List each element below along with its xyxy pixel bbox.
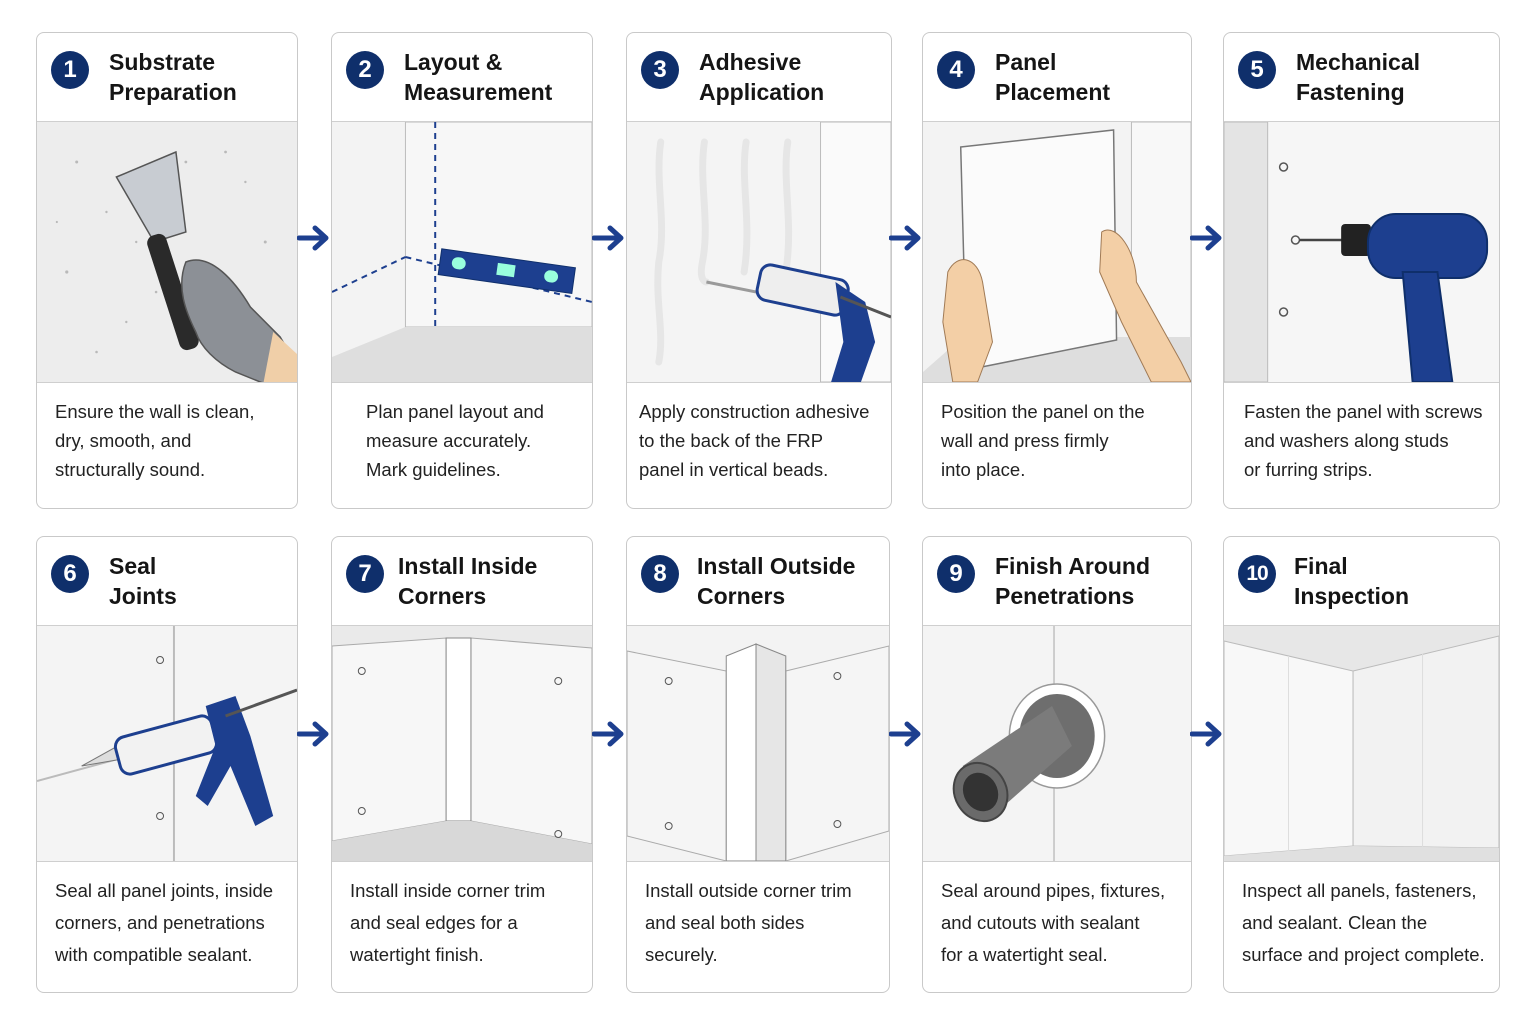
step-number-badge: 10 xyxy=(1238,555,1276,593)
arrow-right-icon xyxy=(297,225,329,251)
step-number-badge: 5 xyxy=(1238,51,1276,89)
room-icon xyxy=(1224,625,1499,862)
step-title: Layout &Measurement xyxy=(404,49,553,105)
step-description: Ensure the wall is clean,dry, smooth, an… xyxy=(55,401,255,480)
corner-trim-icon xyxy=(332,625,592,862)
step-header: 2 Layout &Measurement xyxy=(332,33,592,121)
step-number-badge: 6 xyxy=(51,555,89,593)
arrow-right-icon xyxy=(297,721,329,747)
corner-trim-icon xyxy=(627,625,889,862)
arrow-right-icon xyxy=(1190,721,1222,747)
step-number-badge: 1 xyxy=(51,51,89,89)
drill-icon xyxy=(1224,121,1499,383)
arrow-right-icon xyxy=(1190,225,1222,251)
step-card-2: 2 Layout &Measurement Plan panel layout … xyxy=(331,32,593,509)
caulk-gun-icon xyxy=(37,625,297,862)
step-number-badge: 8 xyxy=(641,555,679,593)
step-description: Inspect all panels, fasteners,and sealan… xyxy=(1242,880,1485,965)
step-description: Seal around pipes, fixtures,and cutouts … xyxy=(941,880,1166,965)
arrow-right-icon xyxy=(889,225,921,251)
pipe-icon xyxy=(923,625,1191,862)
level-icon xyxy=(332,121,592,383)
step-number-badge: 2 xyxy=(346,51,384,89)
arrow-right-icon xyxy=(592,225,624,251)
step-number-badge: 3 xyxy=(641,51,679,89)
step-number-badge: 4 xyxy=(937,51,975,89)
step-number-badge: 9 xyxy=(937,555,975,593)
arrow-right-icon xyxy=(592,721,624,747)
arrow-right-icon xyxy=(889,721,921,747)
step-number-badge: 7 xyxy=(346,555,384,593)
scraper-icon xyxy=(37,121,297,383)
hands-icon xyxy=(923,121,1191,383)
caulk-gun-icon xyxy=(627,121,891,383)
